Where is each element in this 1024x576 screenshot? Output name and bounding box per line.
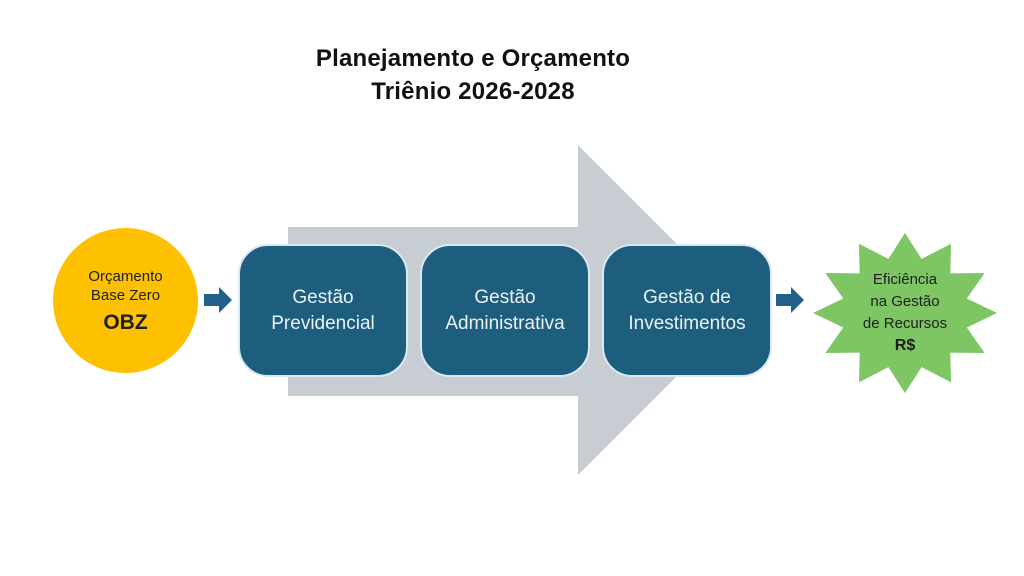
stage-gestao-administrativa: Gestão Administrativa [420, 244, 590, 377]
result-line-2: na Gestão [870, 293, 940, 310]
title-line-2: Triênio 2026-2028 [371, 78, 575, 105]
right-arrow-icon [776, 287, 804, 313]
stage-gestao-de-investimentos: Gestão de Investimentos [602, 244, 772, 377]
start-node-obz: Orçamento Base Zero OBZ [53, 228, 198, 373]
stage-label-line-2: Investimentos [628, 312, 746, 334]
result-node-label: Eficiência na Gestão de Recursos R$ [813, 233, 997, 393]
result-line-3: de Recursos [862, 315, 948, 332]
stage-label-line-2: Previdencial [271, 312, 375, 334]
stage-label-line-1: Gestão de [643, 286, 731, 308]
start-node-line-2: Base Zero [90, 287, 161, 304]
result-currency: R$ [894, 337, 916, 354]
start-node-line-1: Orçamento [88, 268, 163, 285]
stage-label-line-1: Gestão [474, 286, 536, 308]
page-title: Planejamento e Orçamento Triênio 2026-20… [173, 42, 773, 108]
result-line-1: Eficiência [872, 271, 938, 288]
title-line-1: Planejamento e Orçamento [315, 45, 631, 72]
right-arrow-icon [204, 287, 232, 313]
start-node-acronym: OBZ [103, 311, 148, 334]
stage-label-line-2: Administrativa [445, 312, 565, 334]
stage-gestao-previdencial: Gestão Previdencial [238, 244, 408, 377]
stage-label-line-1: Gestão [292, 286, 354, 308]
